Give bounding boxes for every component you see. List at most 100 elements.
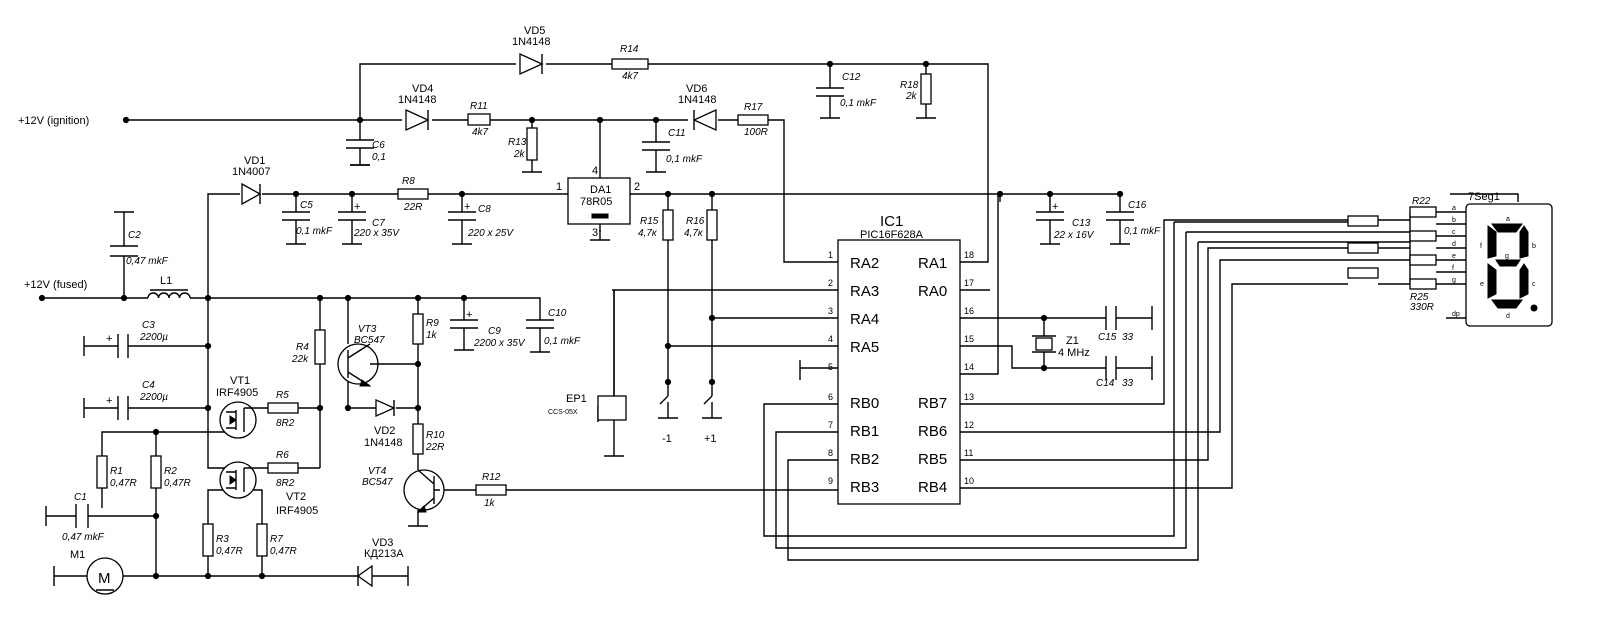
- svg-text:+: +: [466, 309, 472, 321]
- svg-text:+: +: [1052, 201, 1058, 213]
- svg-text:R12: R12: [482, 472, 501, 483]
- svg-text:КД213А: КД213А: [364, 548, 404, 560]
- svg-text:C15: C15: [1098, 332, 1117, 343]
- transistor-vt4: [403, 469, 445, 513]
- switches: [659, 395, 713, 405]
- svg-text:RB4: RB4: [918, 479, 947, 496]
- svg-text:DA1: DA1: [590, 184, 611, 196]
- svg-text:dp: dp: [1452, 311, 1460, 318]
- svg-text:f: f: [1452, 265, 1454, 272]
- svg-text:1N4148: 1N4148: [398, 94, 437, 106]
- net-labels: +12V (ignition) +12V (fused) -1 +1: [18, 115, 717, 445]
- svg-text:RA3: RA3: [850, 283, 879, 300]
- svg-text:1N4148: 1N4148: [512, 36, 551, 48]
- svg-text:Z1: Z1: [1066, 335, 1079, 347]
- svg-text:0,1: 0,1: [372, 152, 386, 163]
- polarity-marks: + + + + + +: [106, 201, 1058, 407]
- svg-text:8: 8: [828, 448, 833, 458]
- svg-text:g: g: [1452, 277, 1456, 284]
- svg-text:R1: R1: [110, 466, 123, 477]
- svg-text:C9: C9: [488, 326, 501, 337]
- transistor-vt3: [337, 343, 379, 387]
- svg-text:d: d: [1506, 313, 1510, 320]
- svg-text:VD6: VD6: [686, 83, 707, 95]
- svg-text:BC547: BC547: [354, 335, 385, 346]
- svg-text:b: b: [1532, 243, 1536, 250]
- svg-text:BC547: BC547: [362, 477, 393, 488]
- svg-text:4: 4: [828, 334, 833, 344]
- svg-text:IRF4905: IRF4905: [276, 505, 318, 517]
- svg-text:22k: 22k: [291, 354, 309, 365]
- svg-text:4,7к: 4,7к: [638, 228, 658, 239]
- svg-text:R3: R3: [216, 534, 229, 545]
- resistor-bodies: [96, 58, 1437, 557]
- svg-text:4k7: 4k7: [472, 127, 489, 138]
- svg-text:14: 14: [964, 362, 974, 372]
- svg-text:+: +: [106, 333, 112, 345]
- svg-text:10: 10: [964, 476, 974, 486]
- svg-text:a: a: [1452, 205, 1456, 212]
- svg-text:R6: R6: [276, 450, 289, 461]
- svg-text:0,1 mkF: 0,1 mkF: [666, 154, 703, 165]
- svg-text:2k: 2k: [905, 91, 918, 102]
- svg-text:f: f: [1480, 243, 1482, 250]
- capacitor-plates: [75, 87, 1134, 528]
- svg-text:R11: R11: [470, 101, 488, 112]
- svg-text:L1: L1: [160, 275, 172, 287]
- svg-text:0,47R: 0,47R: [270, 546, 297, 557]
- svg-text:R15: R15: [640, 216, 659, 227]
- svg-text:0,47 mkF: 0,47 mkF: [126, 256, 169, 267]
- svg-text:+: +: [106, 395, 112, 407]
- ic1-body: [837, 239, 961, 505]
- svg-text:VT1: VT1: [230, 375, 250, 387]
- svg-text:C6: C6: [372, 140, 385, 151]
- motor-m1: M: [86, 557, 124, 595]
- svg-text:1N4148: 1N4148: [364, 437, 403, 449]
- svg-text:RB3: RB3: [850, 479, 879, 496]
- svg-text:330R: 330R: [1410, 302, 1434, 313]
- svg-text:17: 17: [964, 278, 974, 288]
- svg-text:RB5: RB5: [918, 451, 947, 468]
- svg-text:C10: C10: [548, 308, 567, 319]
- svg-text:33: 33: [1122, 378, 1134, 389]
- svg-text:4k7: 4k7: [622, 71, 639, 82]
- svg-text:C13: C13: [1072, 218, 1091, 229]
- svg-text:R10: R10: [426, 430, 445, 441]
- svg-text:VD4: VD4: [412, 83, 433, 95]
- svg-text:C4: C4: [142, 380, 155, 391]
- svg-text:0,1 mkF: 0,1 mkF: [296, 226, 333, 237]
- buzzer-ep1: [597, 290, 627, 421]
- svg-text:RA2: RA2: [850, 255, 879, 272]
- svg-text:C2: C2: [128, 230, 141, 241]
- svg-text:8R2: 8R2: [276, 418, 295, 429]
- svg-text:12: 12: [964, 420, 974, 430]
- svg-text:R8: R8: [402, 176, 415, 187]
- svg-text:7: 7: [828, 420, 833, 430]
- svg-text:C7: C7: [372, 218, 385, 229]
- svg-text:RB0: RB0: [850, 395, 879, 412]
- svg-text:R25: R25: [1410, 292, 1429, 303]
- svg-text:R18: R18: [900, 80, 919, 91]
- svg-text:IRF4905: IRF4905: [216, 387, 258, 399]
- svg-text:+: +: [354, 201, 360, 213]
- svg-text:1: 1: [556, 181, 562, 193]
- svg-text:R13: R13: [508, 137, 527, 148]
- inductor-l1: [147, 289, 191, 299]
- svg-text:0,47 mkF: 0,47 mkF: [62, 532, 105, 543]
- svg-text:5: 5: [828, 362, 833, 372]
- svg-text:RB7: RB7: [918, 395, 947, 412]
- svg-text:CCS-05X: CCS-05X: [548, 409, 578, 416]
- svg-text:1N4007: 1N4007: [232, 166, 271, 178]
- wires: [42, 63, 1519, 577]
- svg-text:R4: R4: [296, 342, 309, 353]
- svg-text:+1: +1: [704, 433, 717, 445]
- svg-text:0,1 mkF: 0,1 mkF: [544, 336, 581, 347]
- svg-text:RA1: RA1: [918, 255, 947, 272]
- svg-text:+12V (fused): +12V (fused): [24, 279, 87, 291]
- svg-text:VT3: VT3: [358, 324, 377, 335]
- svg-text:2200 x 35V: 2200 x 35V: [473, 338, 526, 349]
- svg-text:VT2: VT2: [286, 491, 306, 503]
- svg-text:4: 4: [592, 165, 598, 177]
- svg-text:2k: 2k: [513, 149, 526, 160]
- svg-text:RB2: RB2: [850, 451, 879, 468]
